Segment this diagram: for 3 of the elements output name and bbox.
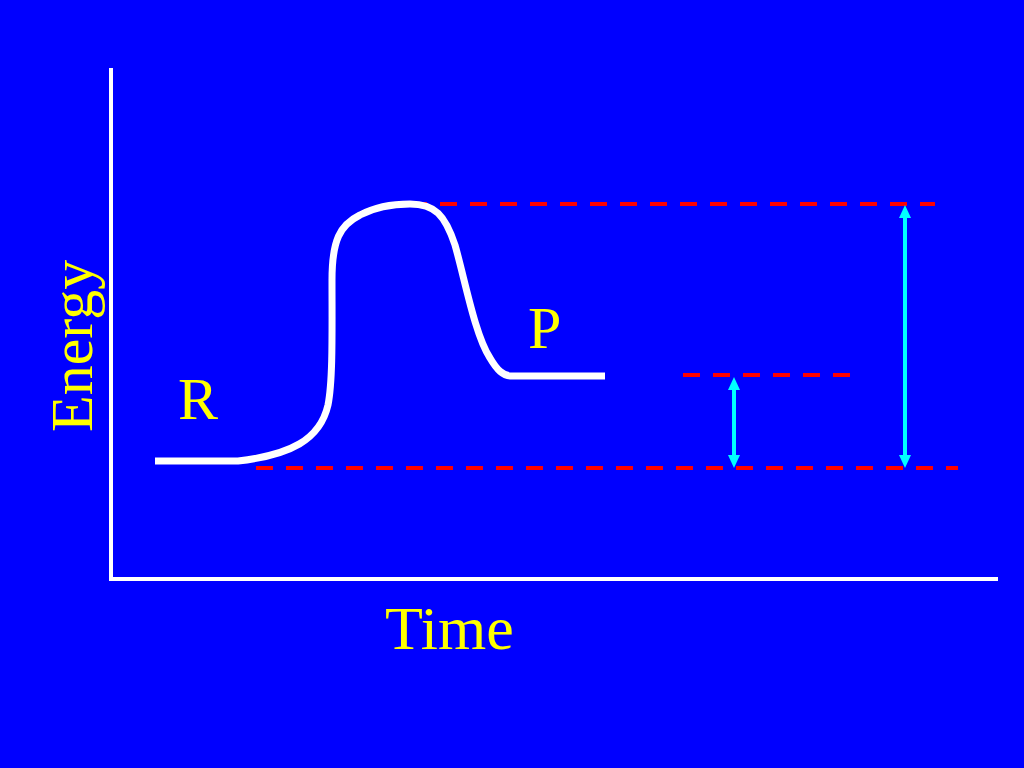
- curve-label: R: [178, 369, 219, 429]
- curve-label: P: [528, 298, 562, 358]
- axis-title: Time: [385, 597, 514, 659]
